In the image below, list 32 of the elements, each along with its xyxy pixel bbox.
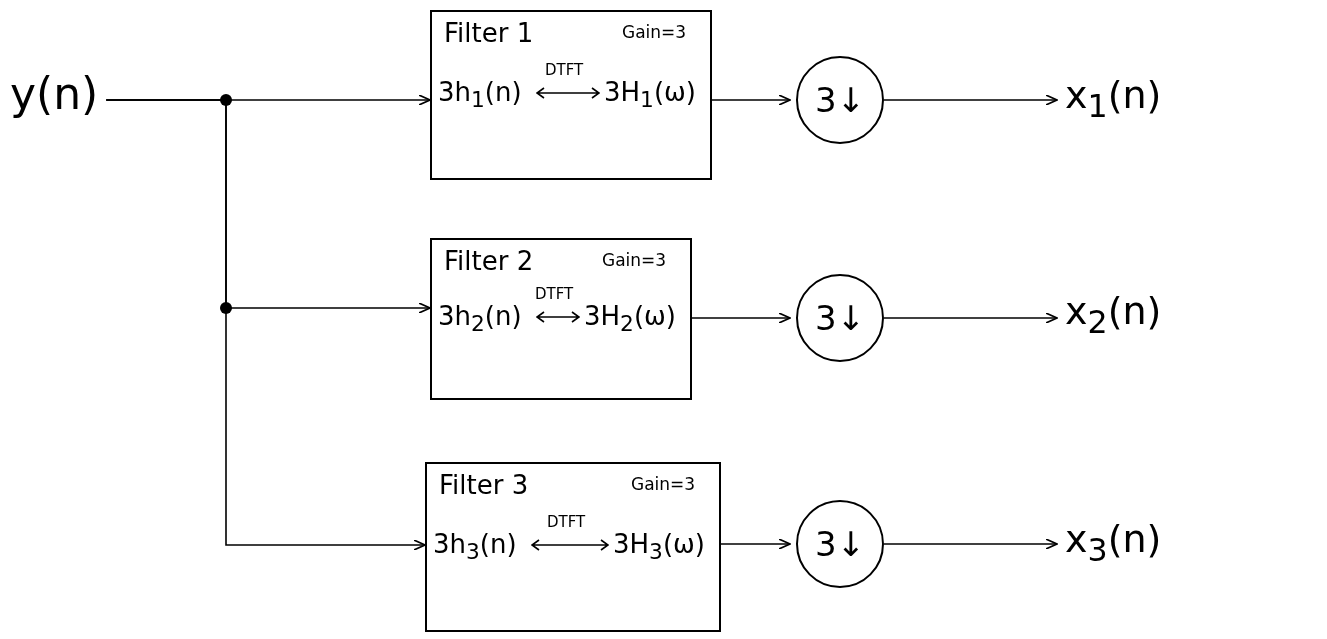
downsample-factor: 3↓: [814, 301, 866, 335]
impulse-response: 3h$_{1}$(n): [438, 79, 522, 111]
signal-label: x$_{3}$(n): [1065, 520, 1162, 567]
signal-label: x$_{1}$(n): [1065, 76, 1162, 123]
signal-label: x$_{2}$(n): [1065, 292, 1162, 339]
gain-label: Gain=3: [631, 476, 696, 493]
impulse-response: 3h$_{2}$(n): [438, 303, 522, 335]
impulse-response: 3h$_{3}$(n): [433, 531, 517, 563]
filter-box: [430, 238, 692, 400]
frequency-response: 3H$_{1}$(ω): [604, 79, 696, 111]
dtft-label: DTFT: [547, 515, 586, 530]
frequency-response: 3H$_{3}$(ω): [613, 531, 705, 563]
arrow: [691, 312, 791, 324]
signal-label: y(n): [10, 72, 99, 116]
filter-title: Filter 1: [444, 20, 534, 46]
gain-label: Gain=3: [622, 24, 687, 41]
filter-title: Filter 3: [439, 472, 529, 498]
filter-box: [425, 462, 721, 632]
filter-box: [430, 10, 712, 180]
gain-label: Gain=3: [602, 252, 667, 269]
arrow: [720, 538, 791, 550]
frequency-response: 3H$_{2}$(ω): [584, 303, 676, 335]
dtft-label: DTFT: [535, 287, 574, 302]
filter-title: Filter 2: [444, 248, 534, 274]
arrow: [105, 99, 426, 551]
arrow: [711, 94, 791, 106]
arrow: [883, 94, 1058, 106]
arrow: [883, 312, 1058, 324]
arrow: [883, 538, 1058, 550]
downsample-factor: 3↓: [814, 527, 866, 561]
downsample-factor: 3↓: [814, 83, 866, 117]
dtft-label: DTFT: [545, 63, 584, 78]
